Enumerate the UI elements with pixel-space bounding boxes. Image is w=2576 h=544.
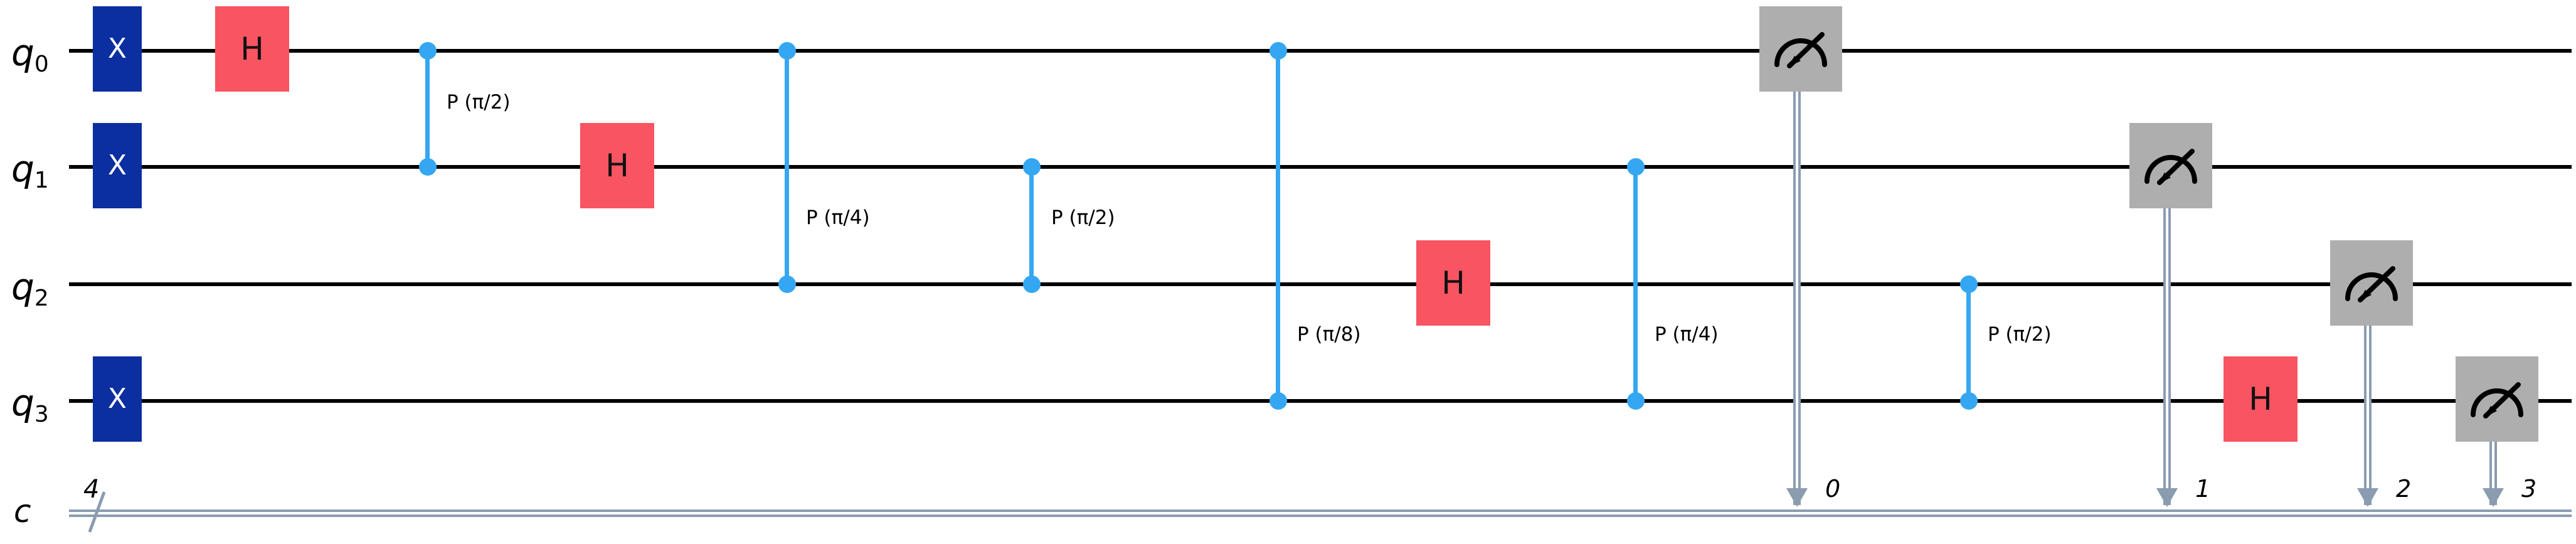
gate-x-q0-label: X bbox=[107, 33, 127, 65]
gate-x-q3[interactable]: X bbox=[93, 356, 142, 442]
gate-h-q1-label: H bbox=[605, 147, 629, 184]
qubit-label-q0-name: q bbox=[11, 31, 34, 74]
qubit-label-q1-index: 1 bbox=[34, 168, 49, 194]
cp-1-link bbox=[425, 51, 430, 165]
cp-2-target-dot-q2[interactable] bbox=[778, 275, 796, 293]
cp-5-control-dot-q1[interactable] bbox=[1627, 158, 1645, 176]
measure-gate-q1[interactable] bbox=[2129, 123, 2212, 208]
clbit-register-width: 4 bbox=[83, 475, 100, 504]
gate-h-q2[interactable]: H bbox=[1416, 240, 1490, 326]
cp-3-label: P (π/2) bbox=[1051, 206, 1115, 229]
gate-h-q0-label: H bbox=[240, 31, 264, 67]
cp-4-target-dot-q3[interactable] bbox=[1269, 392, 1287, 410]
measure-q2-clbit-index: 2 bbox=[2396, 475, 2412, 503]
measure-q1-classical-link-gap bbox=[2166, 207, 2168, 505]
gate-h-q0[interactable]: H bbox=[215, 6, 289, 92]
qubit-label-q1-name: q bbox=[11, 147, 34, 190]
measure-q3-classical-link-gap bbox=[2492, 441, 2494, 505]
cp-1-label: P (π/2) bbox=[447, 91, 511, 114]
measure-q1-clbit-index: 1 bbox=[2195, 475, 2211, 503]
cp-3-target-dot-q2[interactable] bbox=[1023, 275, 1041, 293]
measure-gate-q2[interactable] bbox=[2330, 240, 2413, 326]
qubit-label-q2: q2 bbox=[11, 269, 49, 310]
cp-3-link bbox=[1029, 167, 1034, 282]
gate-x-q1-label: X bbox=[107, 149, 127, 181]
cp-1-target-dot-q1[interactable] bbox=[419, 158, 437, 176]
meter-icon bbox=[2144, 149, 2197, 185]
measure-gate-q3[interactable] bbox=[2456, 356, 2538, 442]
cp-2-control-dot-q0[interactable] bbox=[778, 42, 796, 60]
cp-3-control-dot-q1[interactable] bbox=[1023, 158, 1041, 176]
clbit-label-c-text: c bbox=[14, 493, 31, 530]
cp-6-link bbox=[1966, 284, 1971, 400]
cp-4-label: P (π/8) bbox=[1297, 323, 1361, 346]
measure-q1-arrowhead bbox=[2156, 488, 2178, 507]
gate-x-q3-label: X bbox=[107, 383, 127, 415]
cp-1-control-dot-q0[interactable] bbox=[419, 42, 437, 60]
qubit-label-q3-index: 3 bbox=[34, 402, 49, 428]
cp-6-control-dot-q2[interactable] bbox=[1960, 275, 1978, 293]
gate-h-q3-label: H bbox=[2249, 381, 2272, 417]
measure-q0-classical-link-gap bbox=[1796, 91, 1798, 505]
qubit-label-q1: q1 bbox=[11, 151, 49, 192]
measure-q3-clbit-index: 3 bbox=[2521, 475, 2537, 503]
cp-5-label: P (π/4) bbox=[1655, 323, 1719, 346]
measure-q2-arrowhead bbox=[2357, 488, 2378, 507]
gate-h-q1[interactable]: H bbox=[580, 123, 654, 208]
qubit-wire-q3 bbox=[69, 399, 2572, 403]
measure-q0-arrowhead bbox=[1786, 488, 1808, 507]
cp-2-label: P (π/4) bbox=[806, 206, 870, 229]
cp-2-link bbox=[785, 51, 789, 282]
measure-q2-classical-link-gap bbox=[2367, 324, 2369, 505]
measure-gate-q0[interactable] bbox=[1759, 6, 1842, 92]
qubit-wire-q1 bbox=[69, 165, 2572, 169]
qubit-label-q3: q3 bbox=[11, 385, 49, 426]
meter-icon bbox=[1774, 32, 1827, 68]
cp-6-target-dot-q3[interactable] bbox=[1960, 392, 1978, 410]
qubit-wire-q2 bbox=[69, 282, 2572, 286]
qubit-label-q0: q0 bbox=[11, 35, 49, 76]
cp-4-link bbox=[1276, 51, 1280, 400]
clbit-label-c: c bbox=[14, 496, 31, 527]
qubit-wire-q0 bbox=[69, 49, 2572, 53]
gate-x-q0[interactable]: X bbox=[93, 6, 142, 92]
gate-x-q1[interactable]: X bbox=[93, 123, 142, 208]
qubit-label-q0-index: 0 bbox=[34, 51, 49, 78]
cp-5-link bbox=[1633, 167, 1638, 400]
gate-h-q2-label: H bbox=[1441, 265, 1465, 301]
qubit-label-q3-name: q bbox=[11, 381, 34, 424]
gate-h-q3[interactable]: H bbox=[2224, 356, 2298, 442]
meter-icon bbox=[2345, 266, 2398, 302]
cp-5-target-dot-q3[interactable] bbox=[1627, 392, 1645, 410]
measure-q0-clbit-index: 0 bbox=[1825, 475, 1841, 503]
cp-4-control-dot-q0[interactable] bbox=[1269, 42, 1287, 60]
measure-q3-arrowhead bbox=[2483, 488, 2504, 507]
meter-icon bbox=[2471, 382, 2523, 419]
cp-6-label: P (π/2) bbox=[1988, 323, 2052, 346]
qubit-label-q2-index: 2 bbox=[34, 285, 49, 312]
classical-wire-gap bbox=[69, 512, 2572, 515]
qubit-label-q2-name: q bbox=[11, 265, 34, 308]
